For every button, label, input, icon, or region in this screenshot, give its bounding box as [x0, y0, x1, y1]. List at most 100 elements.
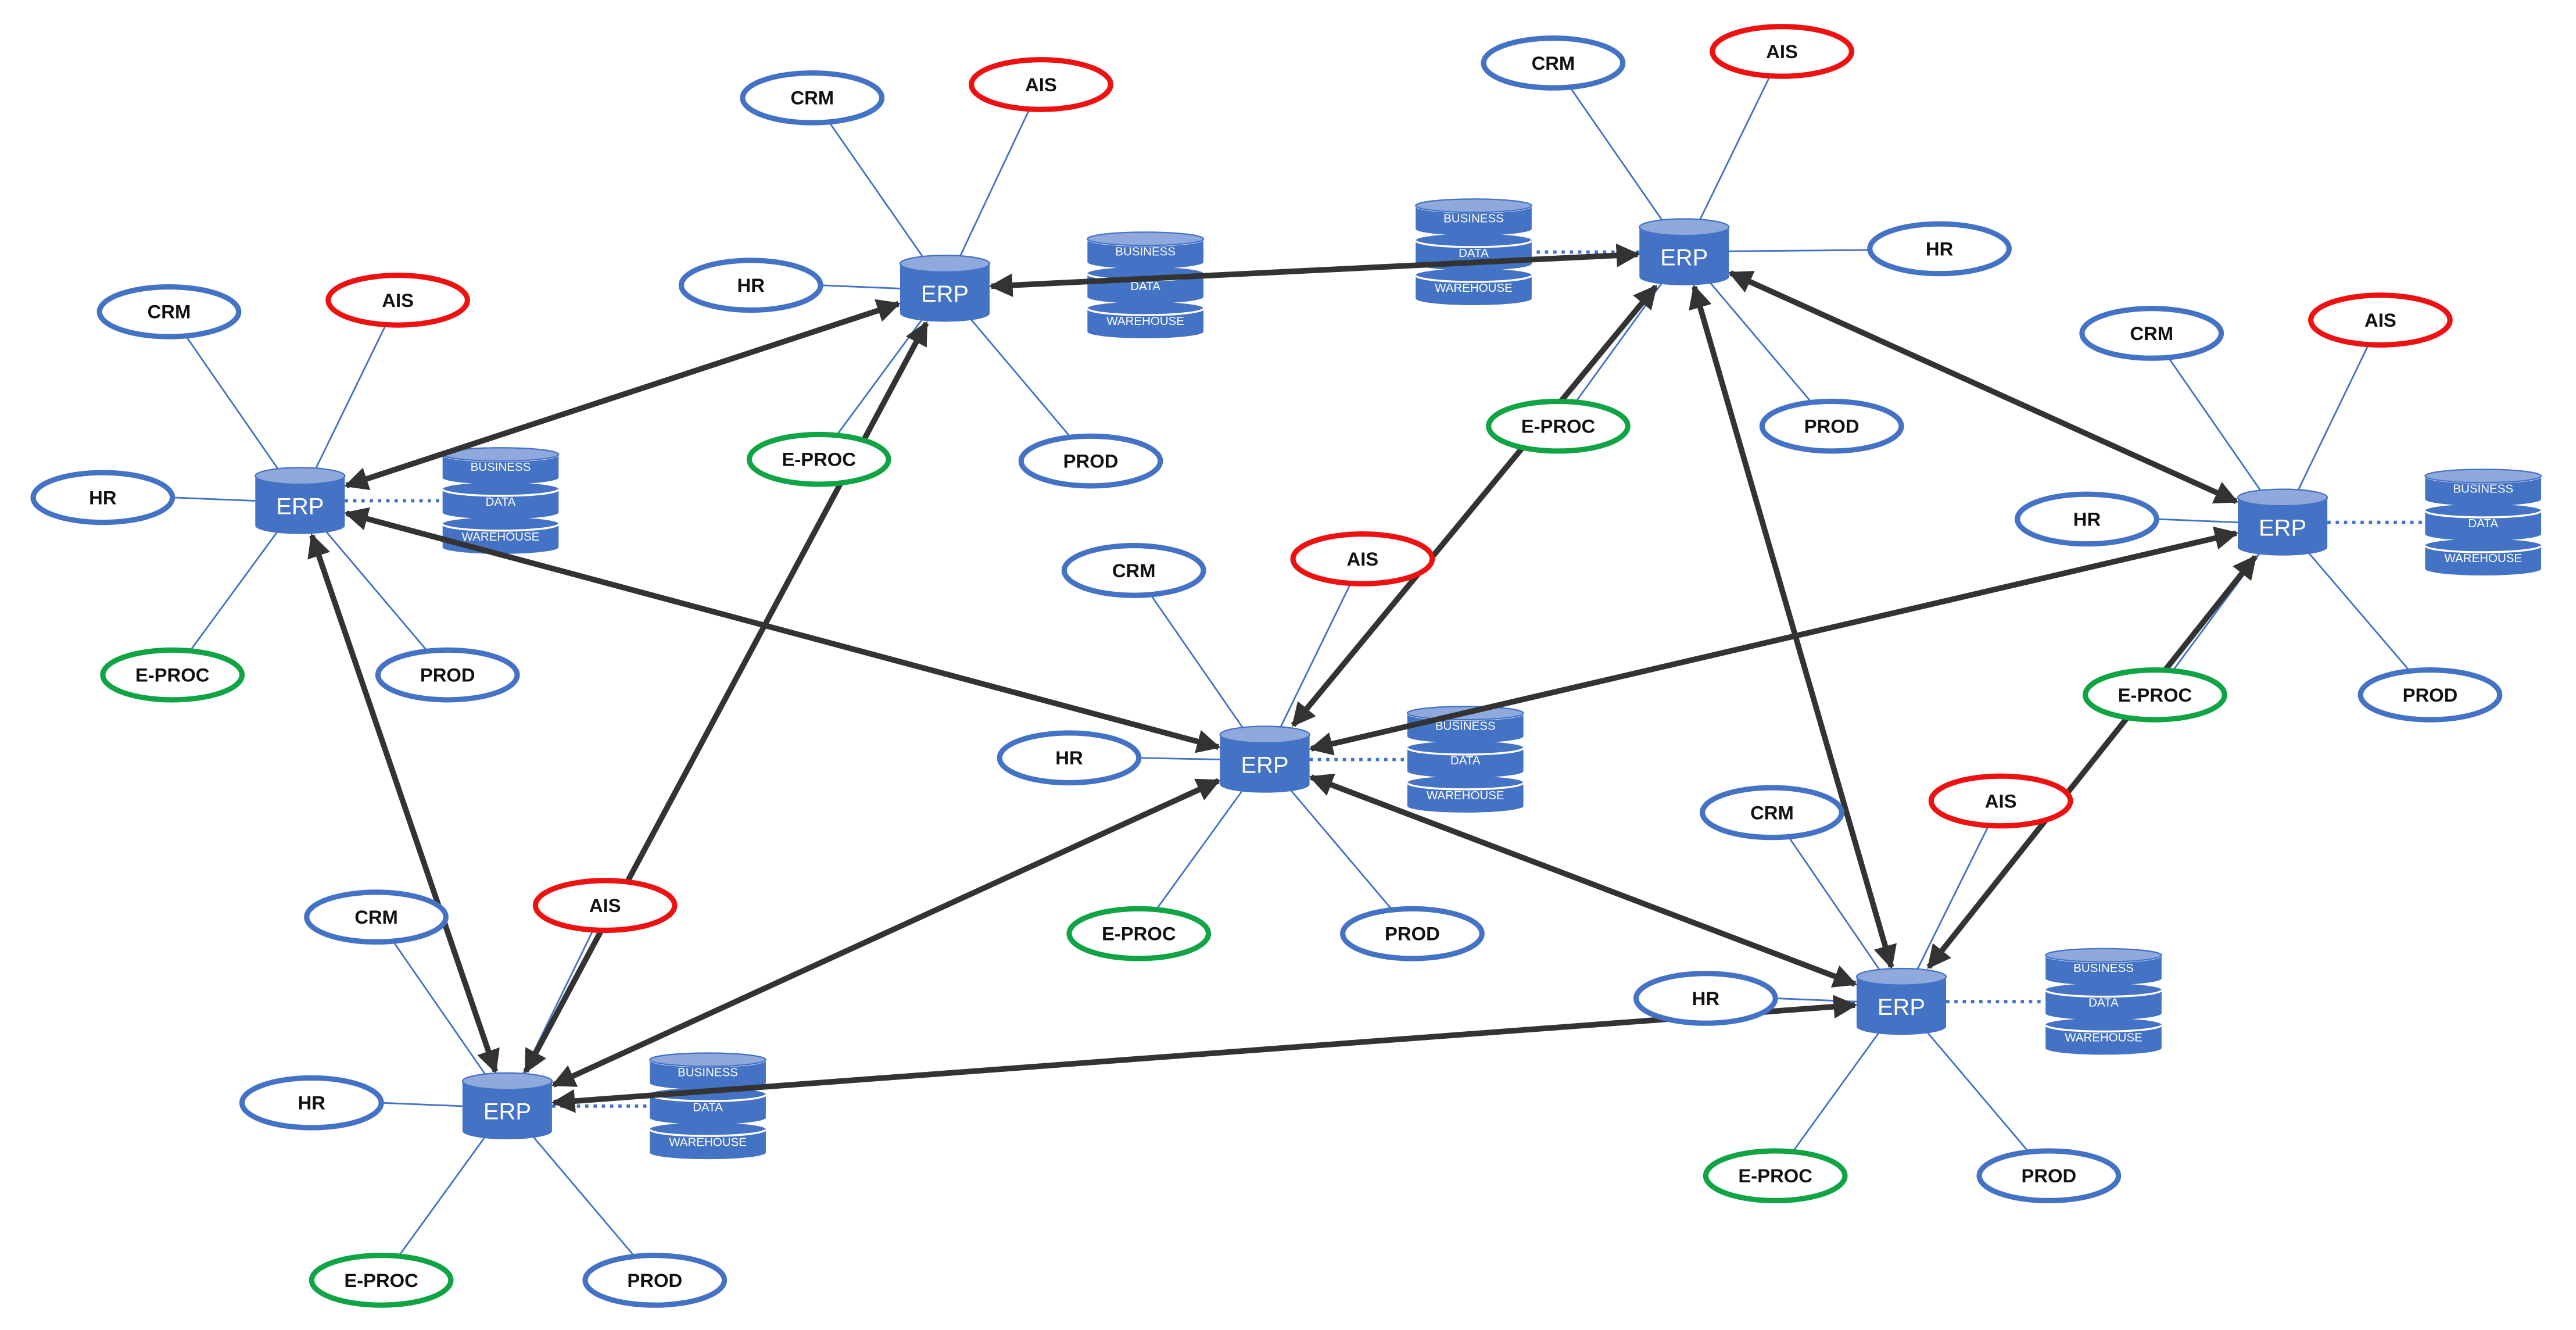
far-right-data-warehouse-top — [2424, 469, 2542, 484]
left-prod-node-label: PROD — [420, 664, 475, 686]
far-right-data-warehouse-label: BUSINESS — [2453, 482, 2513, 495]
top-right-prod-node-label: PROD — [1804, 416, 1860, 437]
bottom-left-data-warehouse-segment-rim — [649, 1129, 767, 1137]
bottom-right-crm-node: CRM — [1700, 785, 1844, 841]
top-right-erp-node: ERP — [1639, 218, 1730, 285]
top-center-prod-node-label: PROD — [1063, 451, 1119, 472]
far-right-ais-node: AIS — [2308, 292, 2453, 348]
far-right-connector-ais — [2281, 319, 2381, 523]
arrow-bottom-left-bottom-right — [551, 995, 1858, 1113]
center-eproc-node-label: E-PROC — [1102, 923, 1176, 945]
arrow-top-right-bottom-right — [1689, 284, 1897, 970]
top-center-data-warehouse-segment-rim — [1086, 308, 1205, 316]
top-right-data-warehouse-label: DATA — [1459, 246, 1489, 260]
far-right-erp-node-body — [2238, 497, 2328, 556]
bottom-right-prod-node-label: PROD — [2021, 1165, 2076, 1186]
bottom-right-ais-node-label: AIS — [1985, 790, 2017, 811]
bottom-left-eproc-node-label: E-PROC — [344, 1270, 418, 1291]
center-connector-hr — [1138, 757, 1220, 761]
bottom-left-data-warehouse-label: DATA — [693, 1100, 723, 1114]
far-right-data-warehouse-segment — [2425, 539, 2542, 575]
bottom-left-prod-node-outline — [582, 1253, 728, 1308]
left-erp-node: ERP — [255, 467, 346, 534]
top-right-hr-node-label: HR — [1926, 238, 1954, 259]
center-crm-node-label: CRM — [1112, 560, 1156, 581]
bottom-right-crm-node-label: CRM — [1750, 802, 1794, 823]
top-right-crm-node: CRM — [1481, 35, 1626, 91]
bottom-right-erp-node-top — [1855, 967, 1947, 986]
far-right-hr-node-outline — [2015, 491, 2159, 547]
bottom-right-data-warehouse-segment — [2045, 983, 2162, 1020]
bottom-left-eproc-node-outline — [309, 1253, 454, 1308]
left-eproc-node: E-PROC — [100, 647, 245, 703]
top-right-eproc-node-label: E-PROC — [1521, 416, 1596, 437]
bottom-right-data-warehouse-label: DATA — [2088, 996, 2119, 1010]
top-center-data-warehouse-label: BUSINESS — [1115, 245, 1176, 258]
bottom-right-data-warehouse-segment — [2045, 1018, 2162, 1055]
bottom-left-ais-node-outline — [532, 878, 678, 934]
center-crm-node: CRM — [1061, 543, 1206, 598]
center-prod-node-label: PROD — [1385, 923, 1440, 945]
top-right-data-warehouse-label: BUSINESS — [1443, 212, 1504, 225]
bottom-right-eproc-node: E-PROC — [1703, 1148, 1848, 1204]
left-hr-node-label: HR — [89, 487, 117, 508]
bottom-left-crm-node: CRM — [304, 889, 449, 945]
bottom-left-data-warehouse-segment — [650, 1122, 766, 1160]
bottom-left-connector-hr — [381, 1102, 463, 1107]
bottom-right-crm-node-outline — [1700, 785, 1844, 841]
left-eproc-node-label: E-PROC — [135, 664, 210, 686]
center-eproc-node-outline — [1066, 906, 1212, 961]
left-erp-node-top — [255, 467, 346, 485]
far-right-crm-node-label: CRM — [2130, 323, 2173, 344]
left-hr-node-outline — [30, 470, 175, 525]
top-center-hr-node: HR — [678, 258, 823, 313]
bottom-right-data-warehouse-segment-rim — [2044, 1024, 2163, 1033]
bottom-left-hr-node-outline — [239, 1075, 384, 1131]
far-right-ais-node-label: AIS — [2364, 309, 2396, 331]
bottom-right-eproc-node-label: E-PROC — [1738, 1165, 1812, 1186]
top-center-erp-node: ERP — [899, 255, 991, 322]
top-center-crm-node: CRM — [740, 70, 885, 126]
bottom-right-erp-node-label: ERP — [1878, 995, 1925, 1020]
far-right-crm-node-outline — [2079, 306, 2224, 361]
far-right-data-warehouse-label: WAREHOUSE — [2444, 552, 2522, 565]
far-right-prod-node: PROD — [2358, 667, 2503, 723]
bottom-left-hr-node-label: HR — [298, 1092, 326, 1114]
center-data-warehouse-label: WAREHOUSE — [1427, 789, 1504, 802]
top-center-data-warehouse-top — [1087, 231, 1205, 246]
top-right-crm-node-outline — [1481, 35, 1626, 91]
top-center-crm-node-label: CRM — [790, 87, 834, 109]
center-prod-node-outline — [1340, 906, 1485, 961]
left-eproc-node-outline — [100, 647, 245, 703]
top-center-ais-node-label: AIS — [1025, 74, 1057, 95]
arrow-top-center-top-right — [988, 244, 1640, 297]
top-center-crm-node-outline — [740, 70, 885, 126]
bottom-right-hr-node: HR — [1633, 971, 1778, 1026]
top-right-ais-node: AIS — [1710, 24, 1854, 79]
left-connector-hr — [172, 496, 256, 502]
top-right-prod-node: PROD — [1759, 398, 1904, 454]
top-center-erp-node-label: ERP — [921, 281, 969, 307]
left-prod-node-outline — [375, 647, 520, 703]
arrow-left-bottom-left — [307, 533, 500, 1074]
center-ais-node-label: AIS — [1347, 548, 1379, 570]
top-center-prod-node: PROD — [1018, 433, 1163, 489]
top-center-ais-node: AIS — [969, 57, 1113, 112]
top-right-eproc-node-outline — [1486, 398, 1631, 454]
far-right-eproc-node: E-PROC — [2083, 667, 2227, 723]
top-right-eproc-node: E-PROC — [1486, 398, 1631, 454]
left-data-warehouse-label: BUSINESS — [471, 460, 531, 474]
bottom-left-erp-node-label: ERP — [483, 1099, 531, 1125]
arrow-layer — [307, 244, 2258, 1113]
bottom-right-erp-node-body — [1856, 977, 1946, 1035]
far-right-hr-node: HR — [2015, 491, 2159, 547]
bottom-right-eproc-node-outline — [1703, 1148, 1848, 1204]
node-layer: CRM AIS HR E-PROC PROD ERP CRM AIS HR E-PROC PROD E… — [30, 24, 2503, 1308]
bottom-left-data-warehouse-label: WAREHOUSE — [669, 1135, 747, 1149]
far-right-erp-node-label: ERP — [2259, 515, 2306, 541]
top-center-data-warehouse-label: WAREHOUSE — [1106, 314, 1184, 328]
top-right-data-warehouse-top — [1415, 198, 1532, 213]
